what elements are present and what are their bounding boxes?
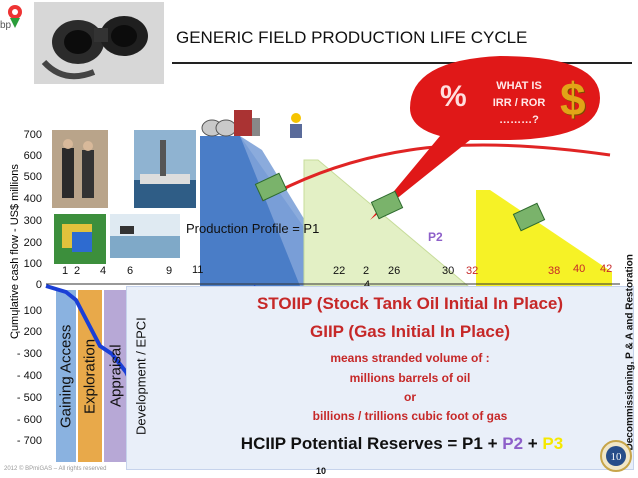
worker-icon [290, 113, 302, 138]
business-people-photo [52, 130, 108, 208]
y-tick: - 100 [16, 305, 42, 317]
irr-line-2: IRR / ROR [492, 97, 546, 109]
x-tick-red: 32 [466, 265, 479, 277]
irr-bubble [370, 56, 600, 220]
giip-text: GIIP (Gas Initial In Place) [310, 322, 510, 341]
phase-appraisal: Appraisal [107, 344, 125, 408]
drilling-ship-photo [134, 130, 196, 208]
irr-line-3: ………? [499, 114, 539, 126]
x-tick-red: 42 [600, 263, 613, 275]
x-tick: 30 [442, 265, 455, 277]
irr-question: WHAT IS IRR / ROR ………? [483, 78, 555, 129]
gas-text: billions / trillions cubic foot of gas [312, 409, 508, 423]
binoculars-image [34, 2, 164, 84]
irr-curve [261, 143, 611, 202]
money-icon-3 [512, 202, 546, 232]
x-tick-red: 38 [548, 265, 561, 277]
x-tick: 26 [388, 265, 401, 277]
x-tick: 6 [127, 265, 134, 277]
y-tick: 400 [23, 193, 42, 205]
percent-symbol: % [440, 80, 467, 113]
logo-text: bp [0, 20, 12, 31]
reservoir-model-image [54, 214, 106, 264]
oil-tanks-icon [201, 110, 260, 137]
stoiip-text: STOIIP (Stock Tank Oil Initial In Place) [256, 294, 564, 313]
y-tick: 0 [35, 279, 42, 291]
y-tick: - 500 [16, 392, 42, 404]
p2-label: P2 [428, 230, 443, 244]
y-tick: 500 [23, 171, 42, 183]
page-title: GENERIC FIELD PRODUCTION LIFE CYCLE [176, 28, 528, 47]
copyright-text: 2012 © BPmiGAS – All rights reserved [4, 466, 107, 472]
hciip-p2: P2 [502, 434, 524, 453]
bp-logo [8, 5, 22, 28]
badge-number: 10 [611, 451, 623, 463]
hciip-main: HCIIP Potential Reserves = P1 + [240, 434, 503, 453]
money-icon-2 [370, 190, 404, 220]
x-tick: 9 [166, 265, 173, 277]
page-badge-icon: 10 [600, 440, 632, 472]
phase-bg-exploration [78, 290, 102, 462]
y-tick: 100 [23, 258, 42, 270]
phase-exploration: Exploration [81, 338, 99, 414]
x-tick: 2 [74, 265, 81, 277]
y-tick: 700 [23, 129, 42, 141]
decommissioning-label: Decommissioning, P & A and Restoration [624, 254, 636, 451]
title-underline [172, 62, 632, 64]
reserves-panel [126, 286, 634, 470]
money-icon-1 [254, 172, 288, 202]
production-profile-label: Production Profile = P1 [186, 221, 320, 236]
hciip-p3: P3 [542, 434, 564, 453]
irr-line-1: WHAT IS [496, 80, 542, 92]
barrels-text: millions barrels of oil [349, 371, 471, 385]
y-tick: - 200 [16, 326, 42, 338]
y-tick: 200 [23, 237, 42, 249]
x-tick: 11 [192, 264, 204, 276]
y-tick: - 600 [16, 414, 42, 426]
y-tick: 600 [23, 150, 42, 162]
or-text: or [404, 390, 416, 404]
page-number: 10 [316, 466, 327, 476]
hciip-plus: + [523, 434, 543, 453]
y-tick: - 400 [16, 370, 42, 382]
phase-gaining-access: Gaining Access [57, 324, 75, 428]
x-tick: 4 [364, 279, 371, 291]
phase-bg-gaining-access [56, 290, 76, 462]
x-tick: 1 [62, 265, 69, 277]
dollar-icon: $ [560, 73, 586, 125]
means-text: means stranded volume of : [330, 351, 490, 365]
phase-bg-appraisal [104, 290, 128, 462]
seismic-survey-image [110, 214, 180, 258]
x-tick: 2 [363, 265, 370, 277]
p3-area [476, 190, 612, 286]
x-tick: 4 [100, 265, 107, 277]
y-tick: - 300 [16, 348, 42, 360]
x-tick-red: 40 [573, 263, 586, 275]
y-tick: - 700 [16, 435, 42, 447]
phase-development: Development / EPCI [133, 317, 149, 435]
hciip-text: HCIIP Potential Reserves = P1 + P2 + P3 [206, 434, 598, 454]
x-tick: 22 [333, 265, 346, 277]
y-tick: 300 [23, 215, 42, 227]
